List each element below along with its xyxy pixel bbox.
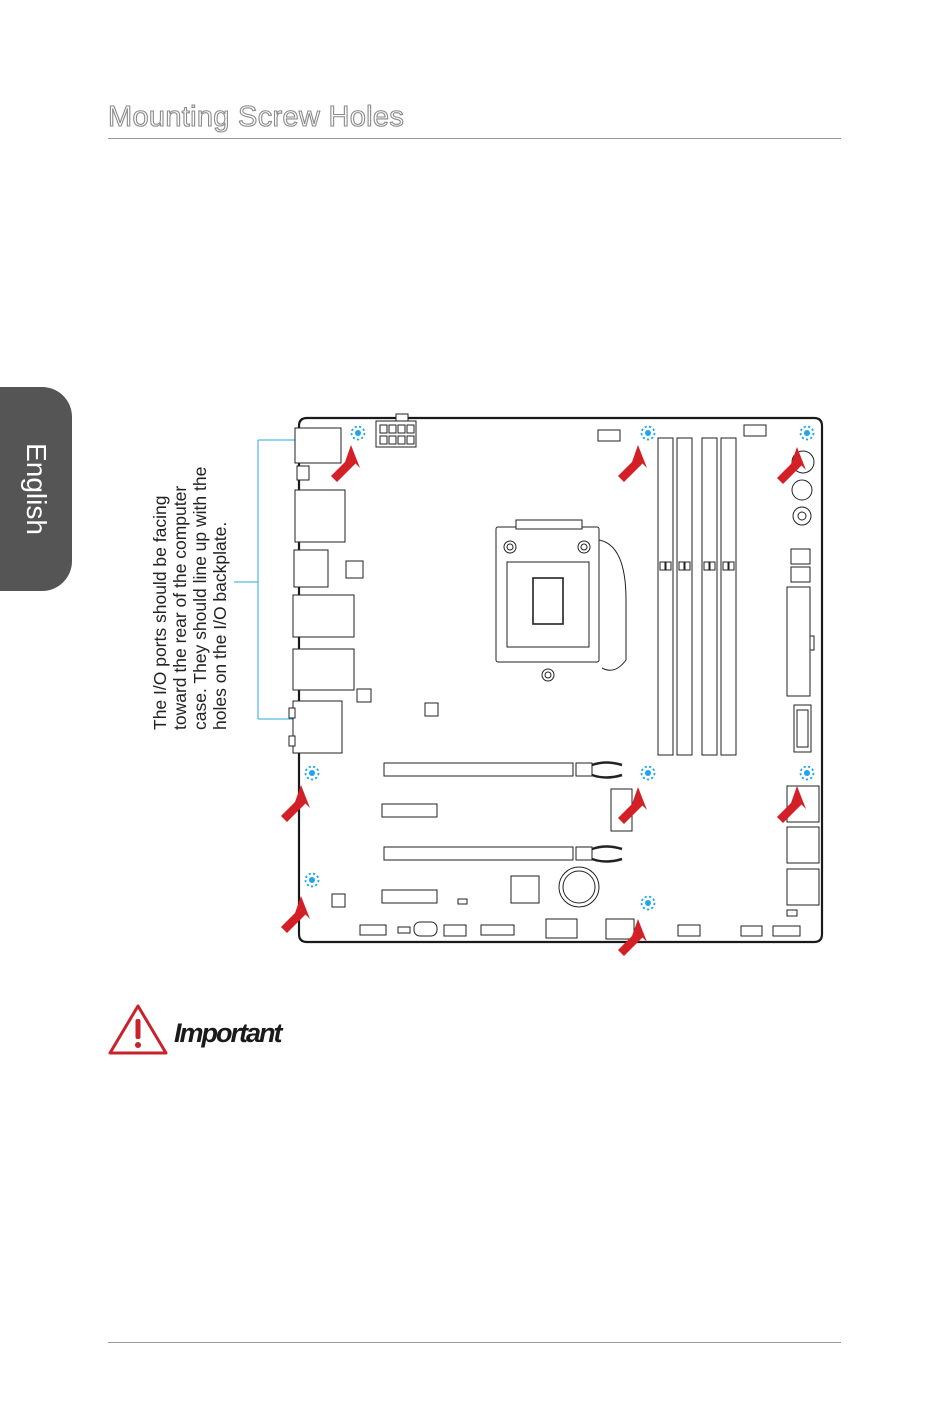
footer-rule xyxy=(108,1342,841,1343)
board-outline xyxy=(299,418,822,942)
io-leader-bracket xyxy=(234,440,296,719)
important-heading: Important xyxy=(174,1018,281,1049)
warning-triangle-icon xyxy=(110,1006,166,1053)
